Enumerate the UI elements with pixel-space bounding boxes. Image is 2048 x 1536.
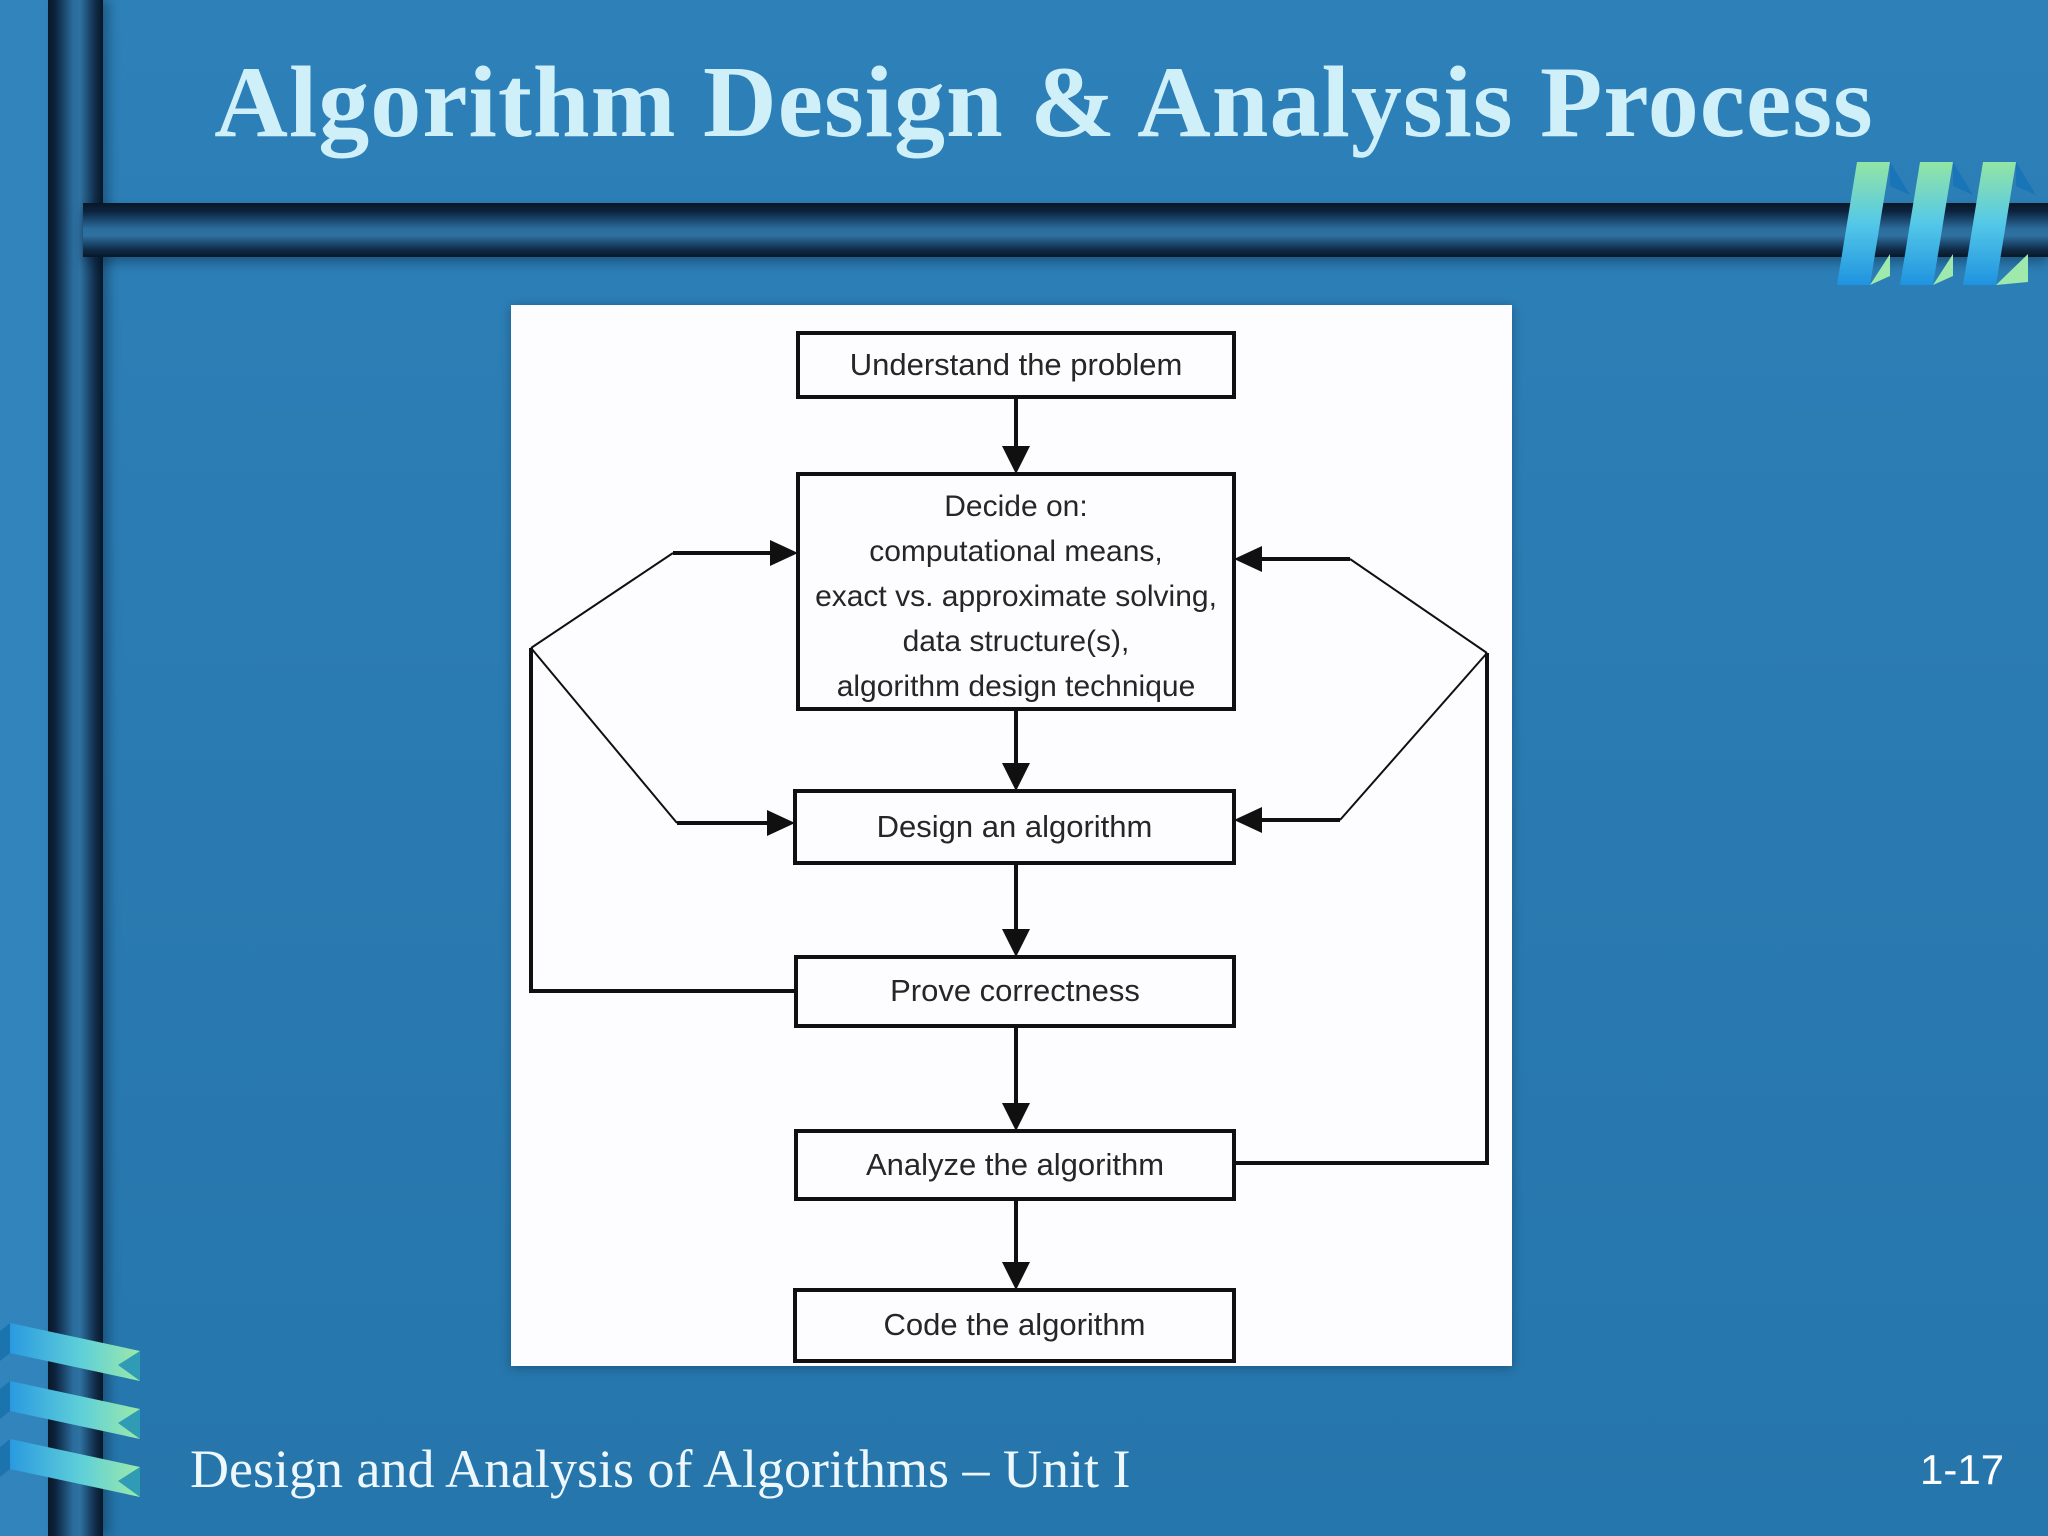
flow-node-design: Design an algorithm (793, 789, 1236, 865)
footer-text: Design and Analysis of Algorithms – Unit… (190, 1439, 1131, 1499)
flow-node-label: Code the algorithm (883, 1307, 1146, 1343)
flowchart-connectors (529, 399, 1489, 1290)
horizontal-border-pipe (83, 203, 2048, 257)
left-accent-strip (0, 0, 48, 1536)
flow-node-label: Understand the problem (849, 346, 1183, 382)
flow-node-prove: Prove correctness (794, 955, 1236, 1028)
diagonal-ribbon-stripes-icon (1837, 162, 2036, 285)
flow-node-label: Design an algorithm (876, 808, 1153, 844)
flow-node-code: Code the algorithm (793, 1288, 1236, 1363)
flow-node-analyze: Analyze the algorithm (794, 1129, 1236, 1201)
page-number: 1-17 (1920, 1446, 2005, 1493)
page-title: Algorithm Design & Analysis Process (214, 45, 1874, 159)
flow-node-label: Decide on: computational means, exact vs… (815, 490, 1217, 703)
flow-node-label: Analyze the algorithm (865, 1146, 1165, 1182)
flow-node-understand: Understand the problem (796, 331, 1236, 399)
ribbon-wrapped-pillar-icon (0, 1323, 140, 1497)
flow-node-label: Prove correctness (890, 973, 1140, 1009)
diagram-panel: Understand the problem Decide on: comput… (511, 305, 1512, 1366)
flow-node-decide: Decide on: computational means, exact vs… (796, 472, 1236, 711)
